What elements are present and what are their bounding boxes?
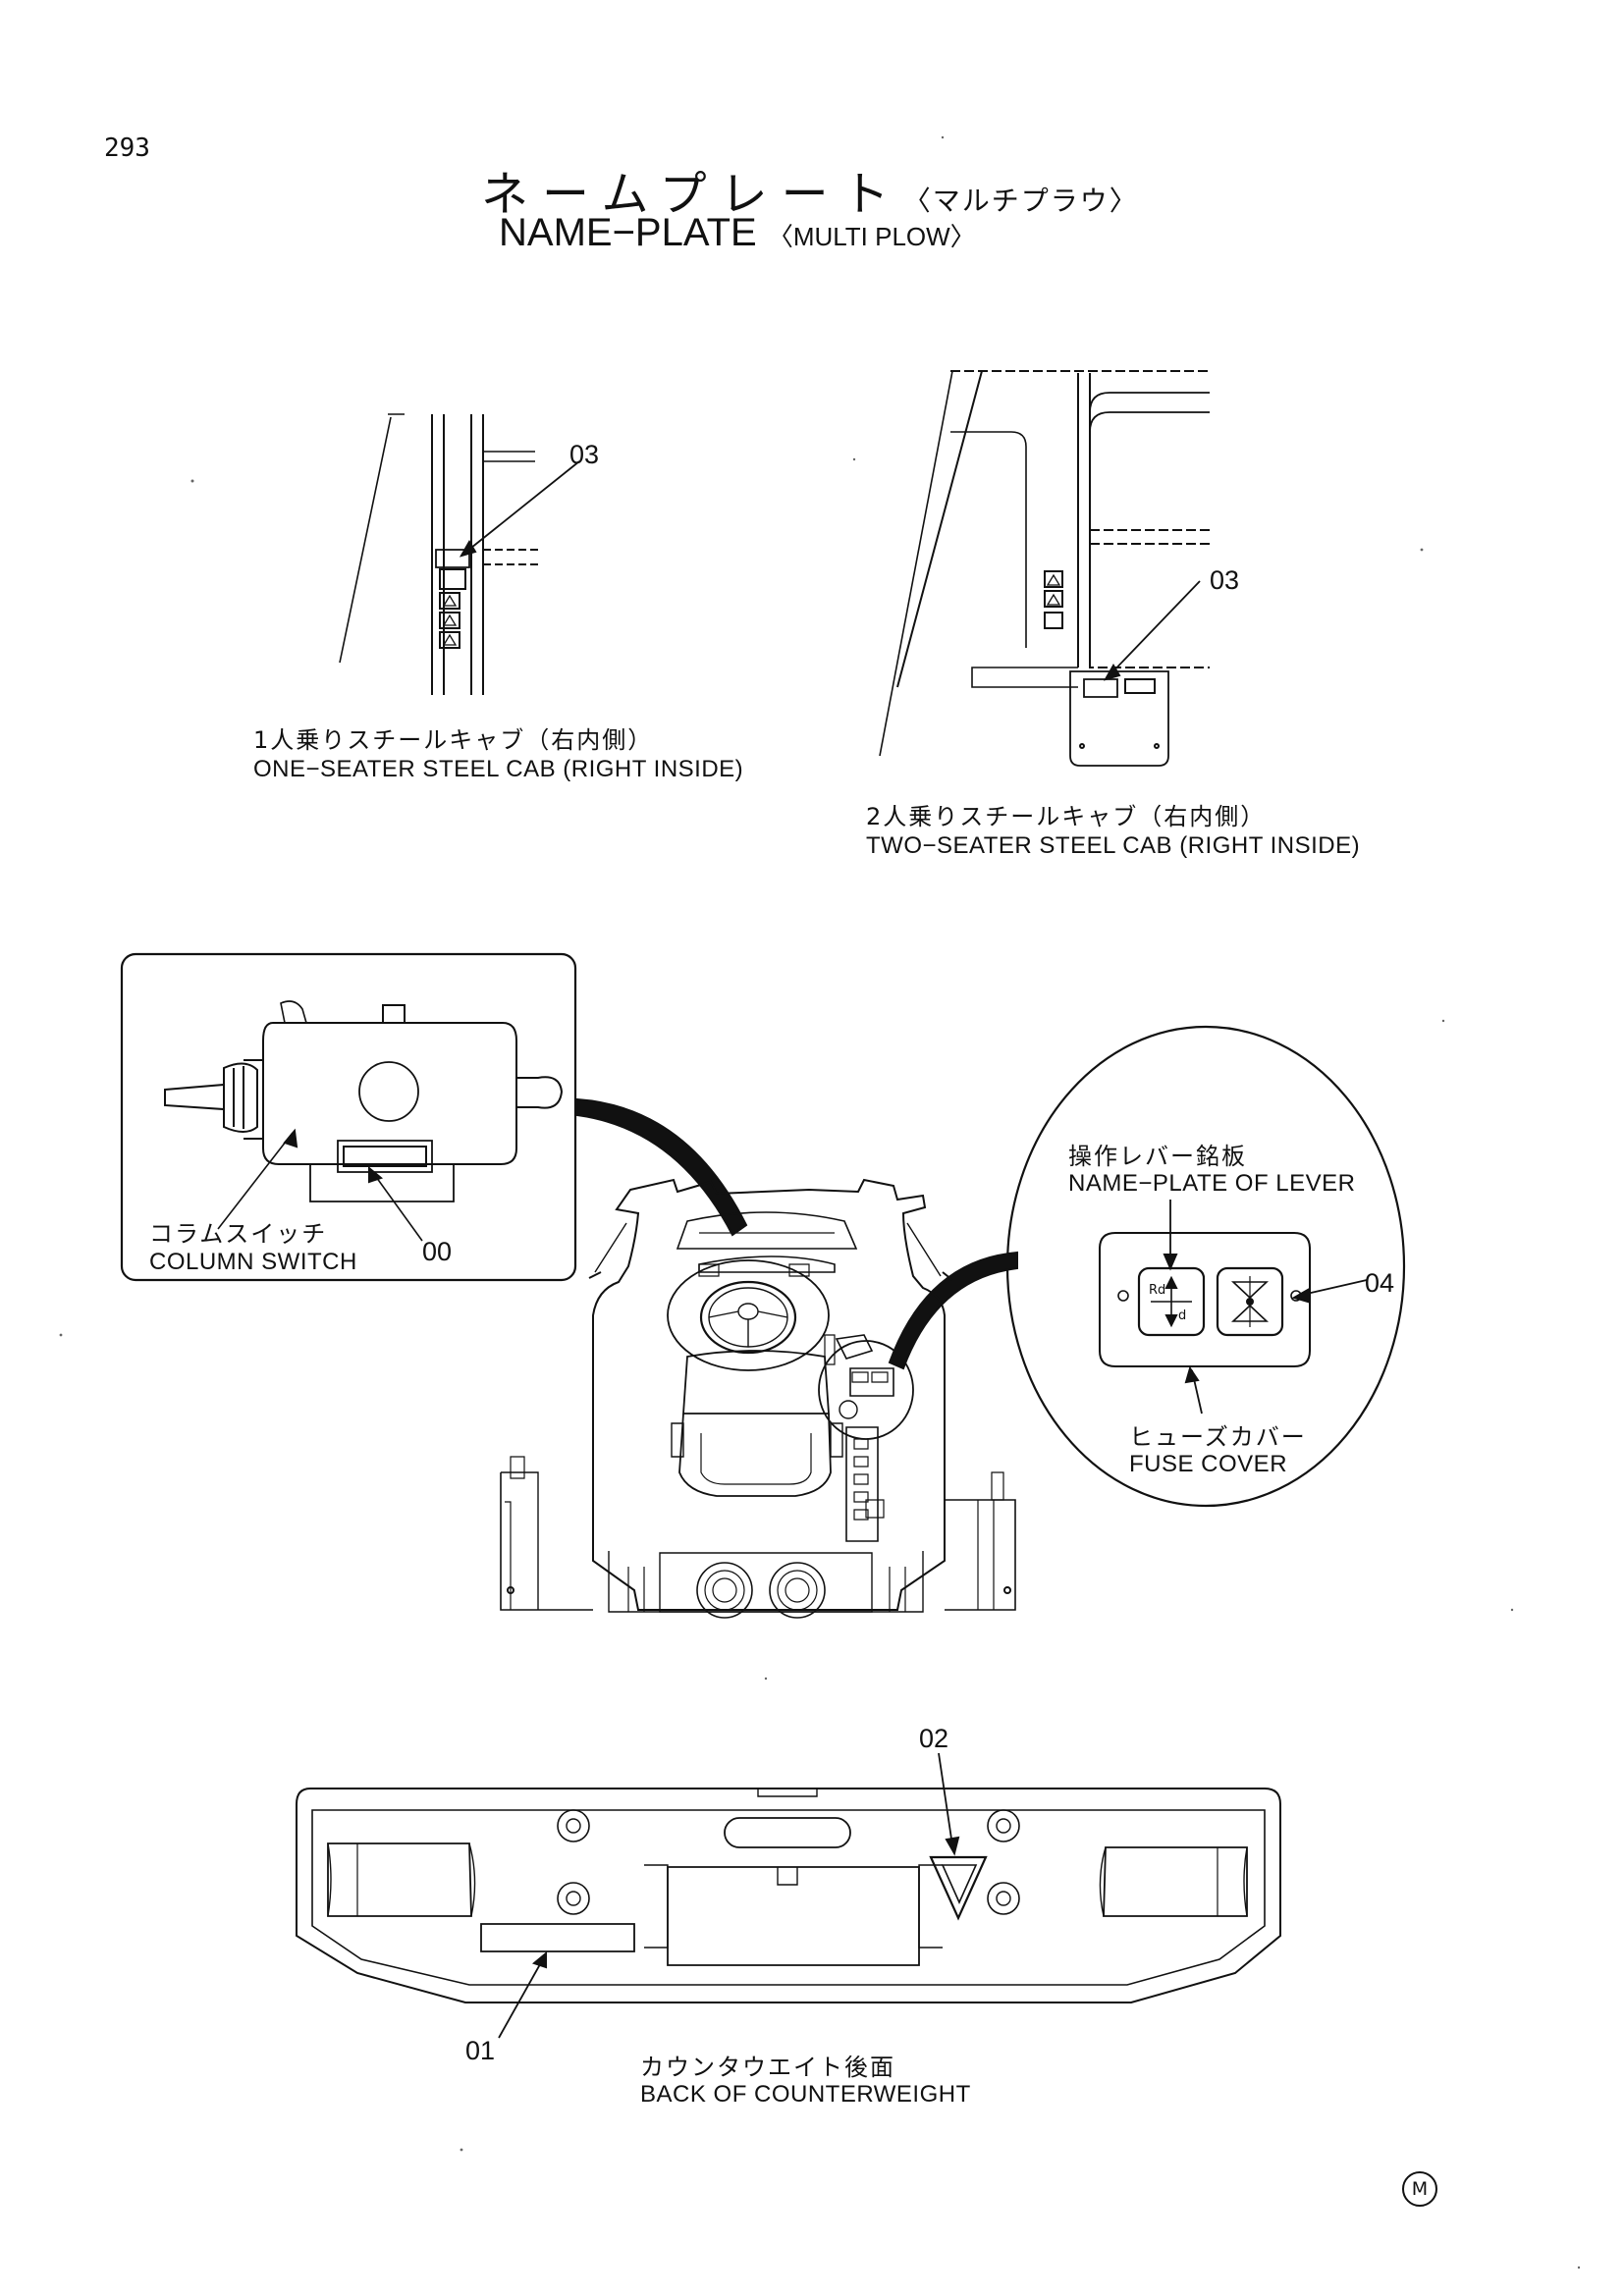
callout-02: 02 <box>919 1724 949 1753</box>
title-jp-main: ネームプレート <box>481 167 903 222</box>
two-seater-caption-jp: 2人乗りスチールキャブ（右内側） <box>866 803 1267 830</box>
title-en-main: NAME−PLATE <box>499 211 757 254</box>
one-seater-cab-drawing <box>340 414 579 695</box>
counterweight-caption-jp: カウンタウエイト後面 <box>640 2054 895 2081</box>
column-switch-label-jp: コラムスイッチ <box>149 1220 328 1248</box>
fuse-cover-label-jp: ヒューズカバー <box>1129 1423 1307 1451</box>
two-seater-caption-en: TWO−SEATER STEEL CAB (RIGHT INSIDE) <box>866 832 1361 859</box>
lever-detail-drawing: Rd d <box>1007 1027 1404 1506</box>
callout-03-two-seater: 03 <box>1210 565 1240 595</box>
lever-detail-connector <box>890 1253 1017 1368</box>
callout-01: 01 <box>465 2036 496 2065</box>
callout-04: 04 <box>1365 1268 1395 1298</box>
page-title-jp: ネームプレート〈マルチプラウ〉 <box>481 155 1139 224</box>
title-en-sub: 〈MULTI PLOW〉 <box>767 222 976 251</box>
callout-00: 00 <box>422 1237 453 1266</box>
scan-specks <box>59 135 1581 2269</box>
page-number: 293 <box>104 133 150 163</box>
lever-nameplate-label-en: NAME−PLATE OF LEVER <box>1068 1170 1356 1197</box>
one-seater-caption-en: ONE−SEATER STEEL CAB (RIGHT INSIDE) <box>253 756 744 782</box>
lever-nameplate-label-jp: 操作レバー銘板 <box>1068 1143 1247 1170</box>
column-switch-drawing <box>122 954 575 1280</box>
counterweight-drawing <box>297 1753 1280 2038</box>
two-seater-cab-drawing <box>880 371 1210 766</box>
svg-text:d: d <box>1178 1308 1186 1323</box>
counterweight-caption-en: BACK OF COUNTERWEIGHT <box>640 2081 971 2108</box>
column-switch-label-en: COLUMN SWITCH <box>149 1249 357 1275</box>
column-switch-connector <box>577 1099 746 1235</box>
corner-mark: M <box>1402 2171 1437 2207</box>
page-title-en: NAME−PLATE 〈MULTI PLOW〉 <box>499 211 976 255</box>
title-jp-sub: 〈マルチプラウ〉 <box>902 185 1139 217</box>
machine-top-view-drawing <box>501 1180 1015 1618</box>
one-seater-caption-jp: 1人乗りスチールキャブ（右内側） <box>253 726 654 754</box>
svg-text:Rd: Rd <box>1149 1283 1165 1298</box>
fuse-cover-label-en: FUSE COVER <box>1129 1451 1288 1477</box>
